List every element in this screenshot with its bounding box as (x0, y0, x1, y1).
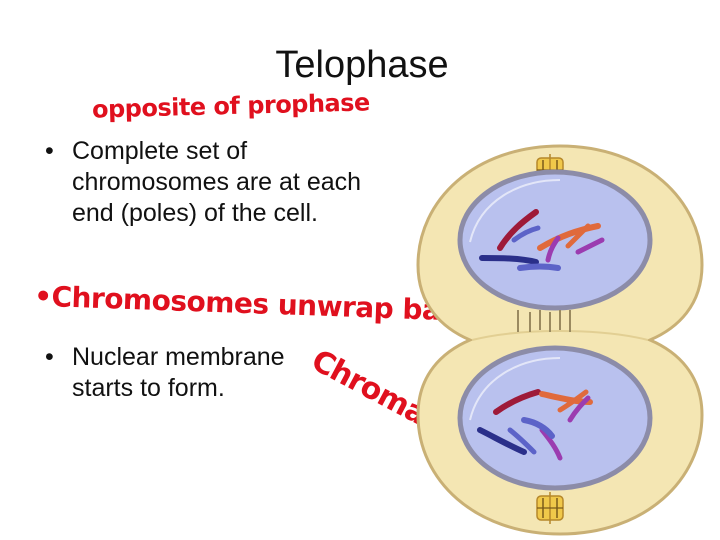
chromosome (545, 235, 561, 263)
chromosome (537, 223, 601, 251)
chromosome (521, 417, 555, 439)
bullet-marker: • (45, 137, 54, 165)
chromosome (565, 223, 591, 249)
telophase-cell-illustration (416, 144, 704, 536)
bullet-marker: • (45, 343, 54, 371)
handwritten-note-opposite: opposite of prophase (91, 88, 371, 124)
chromosome (493, 389, 541, 415)
cleavage-furrow (471, 330, 649, 341)
nucleus-bottom (457, 345, 653, 491)
chromosome (477, 427, 527, 455)
spindle-remnant (517, 310, 571, 332)
bullet-item-chromosomes: • Complete set of chromosomes are at eac… (45, 136, 392, 229)
bullet-text: Nuclear membrane starts to form. (72, 343, 285, 402)
chromosome (517, 263, 561, 271)
chromosome (539, 427, 563, 461)
bullet-text: Complete set of chromosomes are at each … (72, 137, 362, 227)
slide-title: Telophase (275, 44, 449, 86)
chromosome (557, 389, 589, 413)
chromosome (567, 395, 591, 423)
bullet-item-nuclear-membrane: • Nuclear membrane starts to form. (45, 342, 342, 404)
nucleus-top (457, 169, 653, 311)
chromosome (479, 255, 539, 265)
chromosome (511, 225, 541, 243)
chromosome (575, 237, 605, 255)
chromosome (507, 427, 537, 455)
centrosome-bottom (536, 492, 564, 524)
chromosome (497, 209, 539, 251)
